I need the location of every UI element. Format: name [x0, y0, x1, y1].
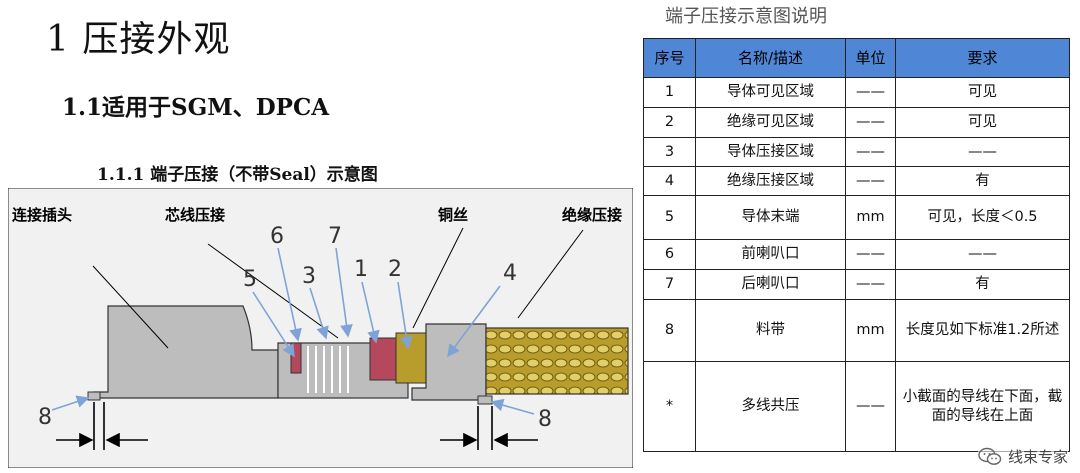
table-row: 5 导体末端 mm 可见，长度＜0.5	[643, 195, 1070, 240]
table-caption: 端子压接示意图说明	[665, 6, 827, 27]
cell-unit: mm	[845, 195, 896, 240]
callout-5: 5	[243, 267, 257, 292]
cell-no: *	[643, 361, 696, 452]
table-row: 1 导体可见区域 —— 可见	[643, 77, 1070, 108]
conductor-strands	[307, 346, 349, 393]
cell-no: 2	[643, 107, 696, 138]
front-bellmouth	[290, 342, 302, 374]
cell-no: 6	[643, 239, 696, 270]
callout-6: 6	[270, 224, 284, 249]
cell-requirement: 可见	[895, 77, 1070, 108]
table-row: 4 绝缘压接区域 —— 有	[643, 166, 1070, 196]
cell-name: 多线共压	[695, 361, 846, 452]
page-title: 1 压接外观	[46, 19, 231, 60]
cell-no: 8	[643, 299, 696, 362]
cell-name: 绝缘压接区域	[695, 166, 846, 196]
cell-requirement: 有	[895, 269, 1070, 300]
label-copper-wire: 铜丝	[438, 206, 468, 224]
pointer-arrows	[51, 247, 535, 415]
table-row: 7 后喇叭口 —— 有	[643, 269, 1070, 300]
cell-requirement: 可见	[895, 107, 1070, 138]
callout-7: 7	[328, 224, 342, 249]
callout-1: 1	[354, 257, 368, 282]
cell-requirement: 有	[895, 166, 1070, 196]
header-no: 序号	[643, 38, 696, 78]
callout-8-right: 8	[538, 407, 552, 432]
cell-unit: ——	[845, 269, 896, 300]
leader-lines	[92, 227, 584, 349]
watermark-text: 线束专家	[1007, 448, 1068, 466]
callout-8-left: 8	[38, 405, 52, 430]
cell-name: 前喇叭口	[695, 239, 846, 270]
table-row: 3 导体压接区域 —— ——	[643, 137, 1070, 167]
table-row: 8 料带 mm 长度见如下标准1.2所述	[643, 299, 1070, 362]
cell-unit: ——	[845, 166, 896, 196]
watermark: 线束专家	[977, 446, 1068, 467]
callout-2: 2	[388, 257, 402, 282]
rear-bellmouth	[369, 337, 397, 381]
cell-unit: ——	[845, 77, 896, 108]
cell-no: 3	[643, 137, 696, 167]
cell-no: 1	[643, 77, 696, 108]
header-unit: 单位	[845, 38, 896, 78]
cell-no: 4	[643, 166, 696, 196]
table-row: 2 绝缘可见区域 —— 可见	[643, 107, 1070, 138]
callout-numbers: 6 7 5 3 1 2 4 8 8	[38, 224, 552, 432]
cell-name: 导体末端	[695, 195, 846, 240]
spec-table: 序号 名称/描述 单位 要求 1 导体可见区域 —— 可见 2 绝缘可见区域 —…	[643, 38, 1070, 452]
table-row: * 多线共压 —— 小截面的导线在下面，截面的导线在上面	[643, 361, 1070, 452]
cell-requirement: ——	[895, 239, 1070, 270]
header-name: 名称/描述	[695, 38, 846, 78]
cell-unit: ——	[845, 361, 896, 452]
cell-name: 后喇叭口	[695, 269, 846, 300]
label-connector-plug: 连接插头	[12, 206, 72, 224]
cell-requirement: 可见，长度＜0.5	[895, 195, 1070, 240]
header-requirement: 要求	[895, 38, 1070, 78]
cell-requirement: 长度见如下标准1.2所述	[895, 299, 1070, 362]
cell-name: 导体可见区域	[695, 77, 846, 108]
cell-requirement: ——	[895, 137, 1070, 167]
label-insulation-crimp: 绝缘压接	[562, 206, 622, 224]
insulation-crimp-body	[411, 323, 487, 401]
table-row: 6 前喇叭口 —— ——	[643, 239, 1070, 270]
crimp-diagram: 连接插头 芯线压接 铜丝 绝缘压接	[8, 188, 633, 468]
cell-name: 绝缘可见区域	[695, 107, 846, 138]
cell-no: 7	[643, 269, 696, 300]
callout-4: 4	[503, 261, 517, 286]
cell-unit: ——	[845, 239, 896, 270]
subsection-heading: 1.1.1 端子压接（不带Seal）示意图	[97, 165, 378, 185]
section-heading: 1.1适用于SGM、DPCA	[62, 94, 330, 121]
label-core-crimp: 芯线压接	[165, 206, 225, 224]
cell-unit: mm	[845, 299, 896, 362]
strip-right	[477, 395, 493, 405]
strip-left	[87, 391, 101, 401]
dimension-markers	[56, 402, 538, 450]
cell-unit: ——	[845, 107, 896, 138]
wechat-icon	[978, 447, 1002, 467]
cell-name: 导体压接区域	[695, 137, 846, 167]
cell-no: 5	[643, 195, 696, 240]
cell-requirement: 小截面的导线在下面，截面的导线在上面	[895, 361, 1070, 452]
callout-3: 3	[302, 264, 316, 289]
table-header-row: 序号 名称/描述 单位 要求	[643, 38, 1070, 78]
insulation-visible	[395, 332, 427, 384]
cell-unit: ——	[845, 137, 896, 167]
cell-name: 料带	[695, 299, 846, 362]
wire-cable	[485, 327, 629, 395]
